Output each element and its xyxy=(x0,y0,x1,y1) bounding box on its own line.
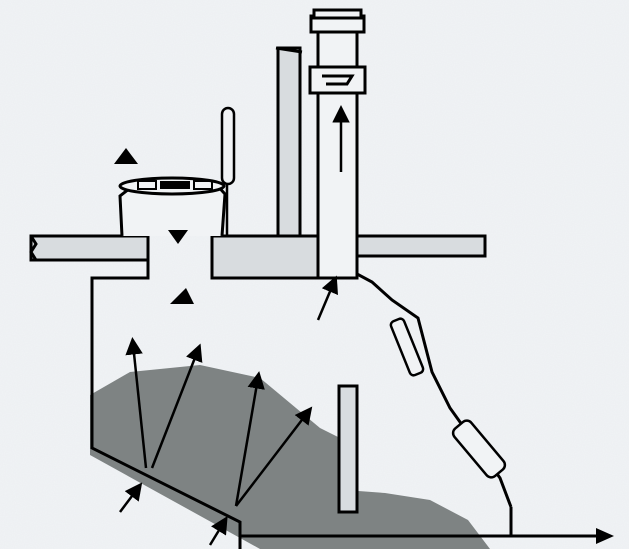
arrow-right-2 xyxy=(235,406,313,507)
arrow-intake-1 xyxy=(119,482,143,513)
flue-damper-detail xyxy=(322,74,355,86)
arrow-left-2 xyxy=(150,343,203,469)
arrow-into-flue xyxy=(316,275,338,321)
flow-arrows xyxy=(119,105,350,546)
arrow-intake-2 xyxy=(208,516,228,546)
arrow-left-1 xyxy=(125,337,148,469)
hopper-grate-left xyxy=(137,180,157,190)
arrow-above-hopper xyxy=(114,148,138,164)
floor-slab-right xyxy=(355,234,487,258)
interior-baffle xyxy=(337,384,359,514)
tilted-pipe-lower xyxy=(451,419,507,479)
outlet-arrow xyxy=(596,528,614,544)
standpipe xyxy=(220,106,236,186)
tilted-pipe-upper xyxy=(389,317,425,377)
floor-slab-middle xyxy=(210,234,320,280)
slab-left-break xyxy=(29,235,38,261)
arrow-in-chamber xyxy=(170,288,194,304)
flue-damper xyxy=(308,65,367,95)
flue-cap-top xyxy=(312,8,363,20)
tall-stack-top xyxy=(275,46,303,54)
ground-fill xyxy=(90,365,490,549)
arrow-down-into-shaft xyxy=(168,230,188,244)
hopper-grate-right xyxy=(193,180,213,190)
floor-slab-left xyxy=(29,234,150,262)
arrow-right-1 xyxy=(234,371,265,507)
chamber-outline xyxy=(90,236,513,538)
hopper-grate-mid xyxy=(160,181,190,189)
tall-stack xyxy=(276,46,302,238)
